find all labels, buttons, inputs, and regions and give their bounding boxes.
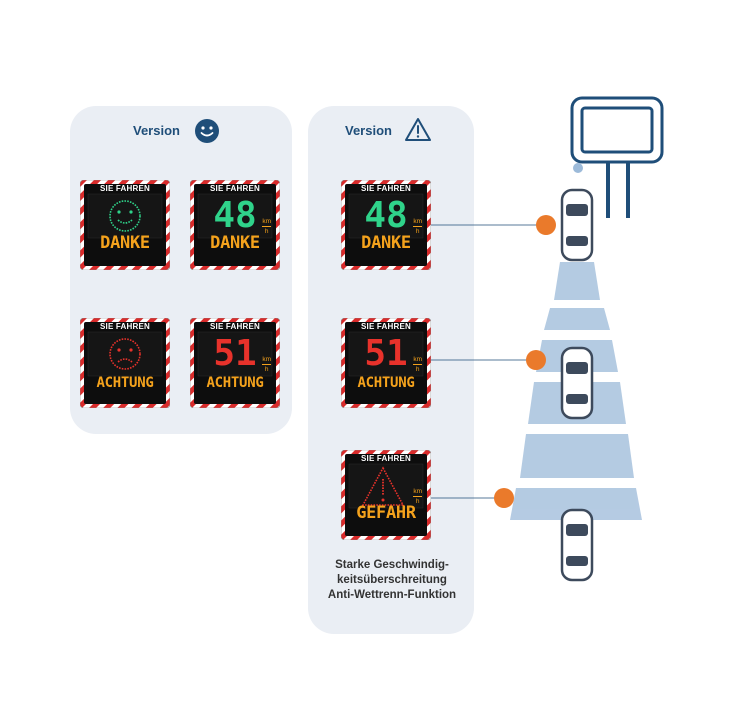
caption: Starke Geschwindig- keitsüberschreitung …	[327, 559, 457, 601]
marker-dot-bottom	[494, 488, 514, 508]
road-scene	[510, 96, 664, 582]
car-middle-icon	[560, 346, 594, 420]
marker-dot-top	[536, 215, 556, 235]
car-bottom-icon	[560, 508, 594, 582]
marker-dot-middle	[526, 350, 546, 370]
sign-sad-achtung: SIE FAHREN ACHTUNG	[80, 318, 170, 408]
speed-display-housing-icon	[570, 96, 664, 218]
version-label-warning: Version	[345, 123, 392, 138]
car-top-icon	[560, 188, 594, 262]
sign-smile-danke: SIE FAHREN DANKE	[80, 180, 170, 270]
warning-triangle-icon	[405, 118, 431, 141]
version-label-smiley: Version	[133, 123, 180, 138]
led-warning-triangle-icon	[361, 466, 405, 506]
sad-smiley-icon	[109, 338, 141, 370]
happy-smiley-icon	[109, 200, 141, 232]
smiley-face-icon	[195, 119, 219, 143]
